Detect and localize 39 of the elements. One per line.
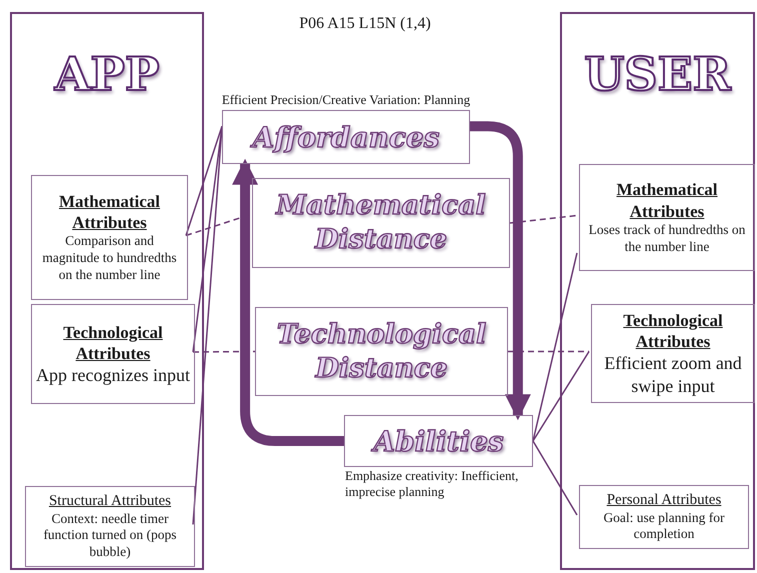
attribute-text: Context: needle timer function turned on (pops bubble): [42, 510, 178, 562]
concept-box: [252, 178, 510, 268]
attribute-heading: Technological Attributes: [622, 310, 724, 352]
distance-title: Technological Distance: [276, 318, 488, 386]
panel-heading: USER: [562, 40, 753, 109]
attribute-text: Efficient zoom and swipe input: [603, 352, 743, 398]
connector-line: [185, 126, 223, 236]
attribute-heading: Mathematical Attributes: [615, 179, 719, 222]
attribute-box: [579, 164, 755, 271]
attribute-text: App recognizes input: [36, 364, 190, 386]
attribute-box: [591, 304, 755, 403]
attribute-heading: Structural Attributes: [48, 492, 172, 511]
attribute-box: [579, 485, 749, 549]
connector-line: [532, 351, 590, 442]
attribute-heading: Technological Attributes: [62, 322, 164, 364]
distance-title: Affordances: [252, 120, 440, 154]
attribute-text: Comparison and magnitude to hundredths on the number line: [41, 233, 178, 284]
attribute-box: [31, 304, 195, 404]
node-caption: Emphasize creativity: Inefficient, imprecise planning: [345, 468, 520, 500]
attribute-heading: Mathematical Attributes: [58, 190, 162, 234]
distance-title: Abilities: [373, 424, 504, 458]
node-caption: Efficient Precision/Creative Variation: Planning: [222, 92, 470, 108]
connector-line: [532, 440, 578, 516]
attribute-box: [31, 175, 188, 300]
dashed-connector: [193, 350, 255, 353]
dashed-connector: [508, 350, 589, 352]
attribute-box: [25, 486, 195, 567]
concept-box: [255, 307, 508, 396]
diagram-title: P06 A15 L15N (1,4): [298, 14, 432, 34]
dashed-connector: [510, 214, 578, 224]
panel: [10, 12, 204, 570]
panel-heading: APP: [12, 40, 202, 109]
connector-line: [192, 126, 223, 525]
attribute-heading: Personal Attributes: [606, 490, 722, 510]
distance-title: Mathematical Distance: [274, 189, 487, 257]
panel: [560, 12, 755, 570]
attribute-text: Goal: use planning for completion: [602, 510, 726, 544]
cycle-arrow: [232, 158, 344, 446]
attribute-text: Loses track of hundredths on the number line: [588, 222, 746, 256]
